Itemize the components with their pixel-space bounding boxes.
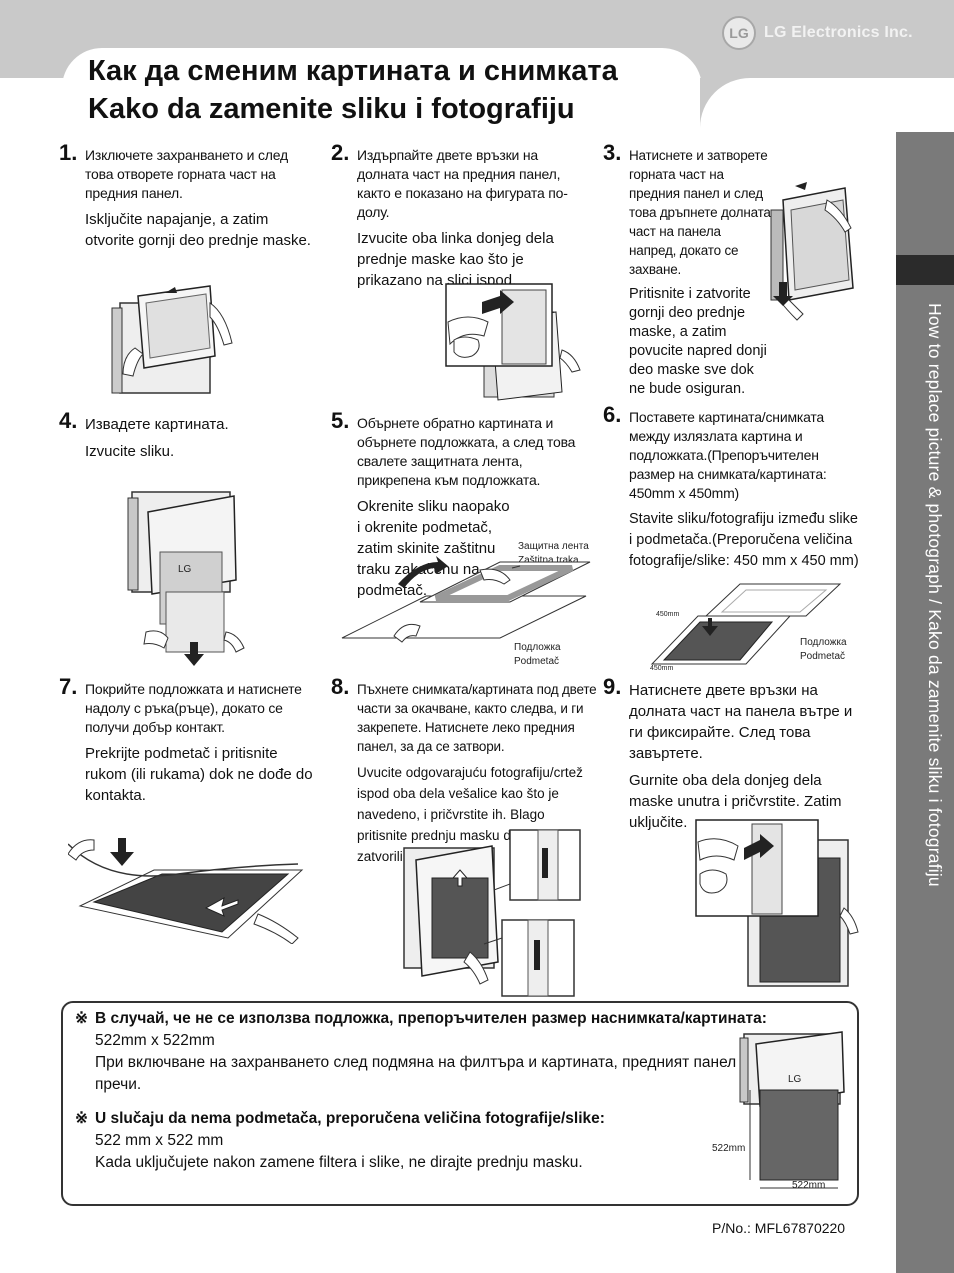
step-text-sr: Izvucite oba linka donjeg dela prednje m… <box>357 230 554 289</box>
step-number: 6. <box>603 402 622 427</box>
step-9-illustration <box>695 819 859 987</box>
brand-name: LG Electronics Inc. <box>764 24 913 41</box>
step-1-illustration <box>111 285 233 394</box>
page-title: Как да сменим картината и снимката Kako … <box>88 52 698 128</box>
step-number: 1. <box>59 140 78 165</box>
step-text-sr: Prekrijte podmetač i pritisnite rukom (i… <box>85 745 313 804</box>
step-number: 3. <box>603 140 622 165</box>
part-number: P/No.: MFL67870220 <box>712 1220 846 1236</box>
pad-label-bg: Подложка <box>514 642 561 653</box>
title-bulgarian: Как да сменим картината и снимката <box>88 55 618 87</box>
title-tab <box>62 48 702 128</box>
pad-label-sr: Podmetač <box>800 651 845 662</box>
step-8: 8. Пъхнете снимката/картината под двете … <box>331 676 597 873</box>
dim-label-top: 450mm <box>656 611 680 618</box>
reference-mark-icon: ※ <box>75 1110 88 1127</box>
step-text-bg: Обърнете обратно картината и обърнете по… <box>357 415 576 488</box>
dim-label-height: 522mm <box>712 1143 745 1154</box>
step-text-bg: Изключете захранването и след това отвор… <box>85 147 288 201</box>
step-text-bg: Издърпайте двете връзки на долната част … <box>357 147 568 220</box>
dim-label-width: 522mm <box>792 1180 825 1191</box>
step-8-illustration <box>403 829 581 997</box>
step-text-sr: Uvucite odgovarajuću fotografiju/crtež i… <box>357 765 583 864</box>
step-5: 5. Обърнете обратно картината и обърнете… <box>331 410 589 607</box>
step-6: 6. Поставете картината/снимката между из… <box>603 404 861 578</box>
step-9: 9. Натиснете двете връзки на долната час… <box>603 676 861 839</box>
reference-mark-icon: ※ <box>75 1010 88 1027</box>
step-number: 5. <box>331 408 350 433</box>
step-4-lg-label: LG <box>178 564 192 575</box>
step-7: 7. Покрийте подложката и натиснете надол… <box>59 676 317 812</box>
step-number: 9. <box>603 674 622 699</box>
side-title: How to replace picture & photograph / Ka… <box>925 303 945 887</box>
tape-label-bg: Защитна лента <box>518 541 589 552</box>
note-lg-label: LG <box>788 1074 802 1085</box>
title-serbian: Kako da zamenite sliku i fotografiju <box>88 93 575 125</box>
step-4-illustration: LG <box>127 491 245 666</box>
step-number: 2. <box>331 140 350 165</box>
step-text-bg: Извадете картината. <box>85 416 229 433</box>
step-text-sr: Gurnite oba dela donjeg dela maske unutr… <box>629 772 842 831</box>
step-number: 7. <box>59 674 78 699</box>
step-2: 2. Издърпайте двете връзки на долната ча… <box>331 142 589 297</box>
note-size: 522 mm x 522 mm <box>95 1132 224 1149</box>
step-text-bg: Покрийте подложката и натиснете надолу с… <box>85 681 302 735</box>
note-box <box>61 1001 859 1206</box>
lg-logo-icon: LG <box>722 16 756 50</box>
step-text-bg: Натиснете двете връзки на долната част н… <box>629 682 853 762</box>
lg-logo: LG LG Electronics Inc. <box>722 15 932 51</box>
step-text-sr: Okrenite sliku naopako i okrenite podmet… <box>357 498 510 599</box>
step-text-bg: Натиснете и затворете горната част на пр… <box>629 148 771 277</box>
step-text-sr: Isključite napajanje, a zatim otvorite g… <box>85 211 311 249</box>
step-number: 4. <box>59 408 78 433</box>
note-bulgarian: ※ В случай, че не се използва подложка, п… <box>75 1008 785 1096</box>
step-3: 3. Натиснете и затворете горната част на… <box>603 142 771 405</box>
note-heading: U slučaju da nema podmetača, preporučena… <box>95 1110 605 1127</box>
side-tab-bar <box>896 132 954 1273</box>
dim-label-bottom: 450mm <box>650 665 674 672</box>
step-6-illustration: 450mm 450mm Подложка Podmetač <box>650 583 847 672</box>
step-text-bg: Пъхнете снимката/картината под двете час… <box>357 682 597 754</box>
step-text-bg: Поставете картината/снимката между изляз… <box>629 409 827 501</box>
note-text: При включване на захранването след подмя… <box>95 1054 758 1093</box>
note-size: 522mm x 522mm <box>95 1032 215 1049</box>
step-text-sr: Pritisnite i zatvorite gornji deo prednj… <box>629 286 767 397</box>
note-heading: В случай, че не се използва подложка, пр… <box>95 1010 767 1027</box>
step-4: 4. Извадете картината. Izvucite sliku. <box>59 410 317 468</box>
note-illustration: LG 522mm 522mm <box>712 1031 845 1191</box>
note-text: Kada uključujete nakon zamene filtera i … <box>95 1154 583 1171</box>
pad-label-sr: Podmetač <box>514 656 559 667</box>
step-7-illustration <box>68 838 304 944</box>
step-text-sr: Izvucite sliku. <box>85 443 175 460</box>
step-5-illustration: Защитна лента Zaštitna traka Подложка Po… <box>341 541 591 667</box>
step-3-illustration <box>770 182 854 321</box>
pad-label-bg: Подложка <box>800 637 847 648</box>
header-curve <box>700 78 954 138</box>
note-serbian: ※ U slučaju da nema podmetača, preporučen… <box>75 1108 735 1174</box>
step-number: 8. <box>331 674 350 699</box>
step-text-sr: Stavite sliku/fotografiju između slike i… <box>629 511 859 569</box>
side-tab-marker <box>896 255 954 285</box>
tape-label-sr: Zaštitna traka <box>518 555 579 566</box>
step-1: 1. Изключете захранването и след това от… <box>59 142 317 257</box>
step-2-illustration <box>445 283 581 401</box>
